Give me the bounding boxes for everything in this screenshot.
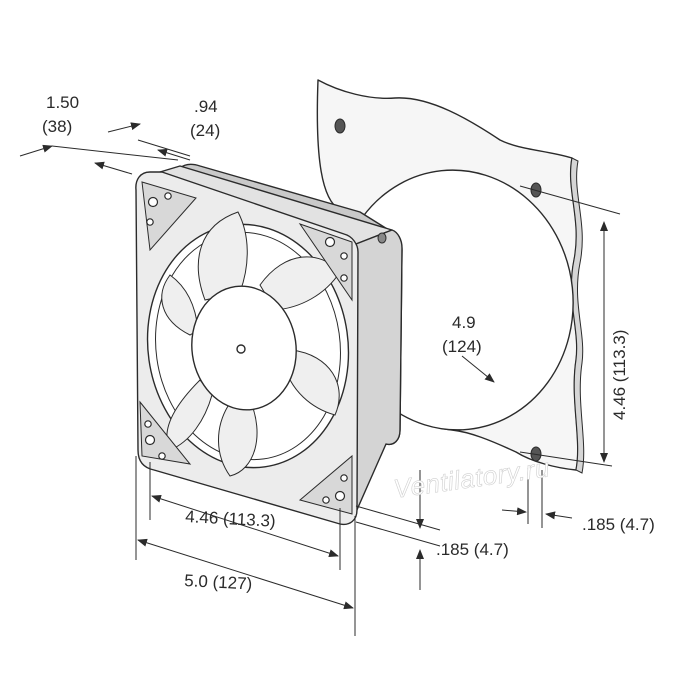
label-fan-thickness-in: .94: [194, 97, 218, 116]
label-depth-in: 1.50: [46, 93, 79, 112]
label-guard-hole-dia-mm: (124): [442, 337, 482, 356]
label-guard-hole-offset: .185 (4.7): [582, 515, 655, 534]
guard-hole-top-left: [334, 118, 346, 134]
hub: [191, 285, 297, 411]
hub-center: [236, 344, 246, 354]
label-fan-hole-spacing: 4.46 (113.3): [185, 507, 276, 531]
label-depth-mm: (38): [42, 117, 72, 136]
fan-front-face: [135, 171, 359, 526]
label-fan-width: 5.0 (127): [184, 571, 253, 594]
label-guard-hole-dia-in: 4.9: [452, 313, 476, 332]
label-fan-hole-offset: .185 (4.7): [436, 540, 509, 559]
impeller-blades: [161, 211, 341, 477]
dimension-lines: [19, 122, 621, 636]
label-fan-thickness-mm: (24): [190, 121, 220, 140]
label-guard-hole-spacing: 4.46 (113.3): [610, 330, 629, 420]
